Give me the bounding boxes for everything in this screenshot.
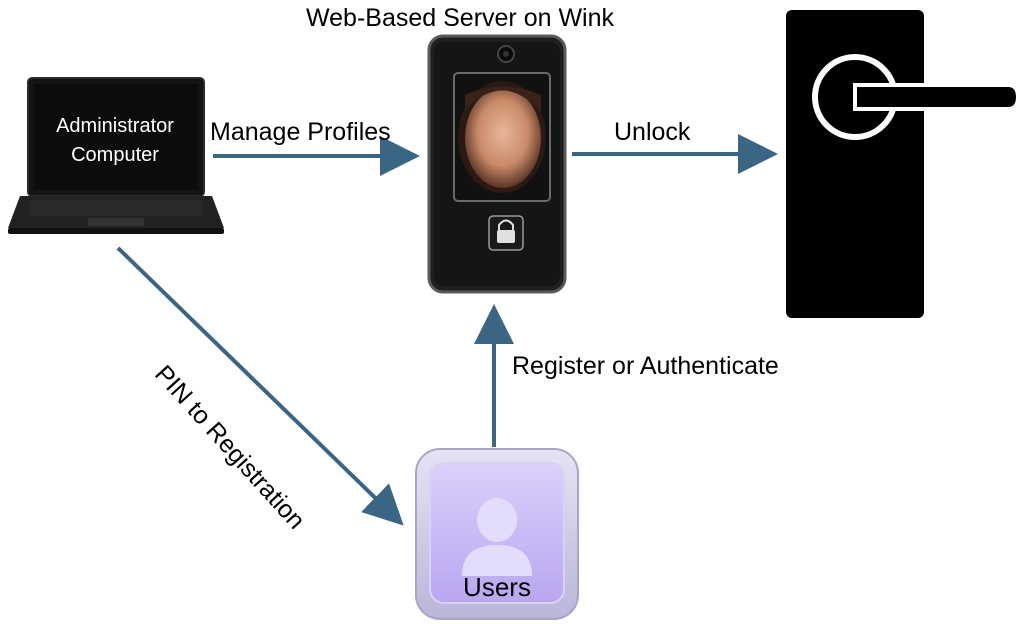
laptop-icon	[8, 77, 224, 234]
user-icon	[415, 448, 579, 620]
arrow-pin	[116, 246, 404, 526]
users-label: Users	[463, 572, 531, 602]
server-title: Web-Based Server on Wink	[306, 4, 614, 32]
edge-label-unlock: Unlock	[614, 118, 691, 146]
face-recognition-terminal-icon	[427, 34, 567, 294]
edge-label-register: Register or Authenticate	[512, 352, 779, 380]
admin-line-2: Computer	[71, 144, 159, 166]
door-handle-icon	[786, 10, 1021, 318]
edge-label-manage-profiles: Manage Profiles	[210, 118, 391, 146]
admin-computer-label: Administrator Computer	[30, 112, 200, 170]
admin-line-1: Administrator	[56, 115, 174, 137]
